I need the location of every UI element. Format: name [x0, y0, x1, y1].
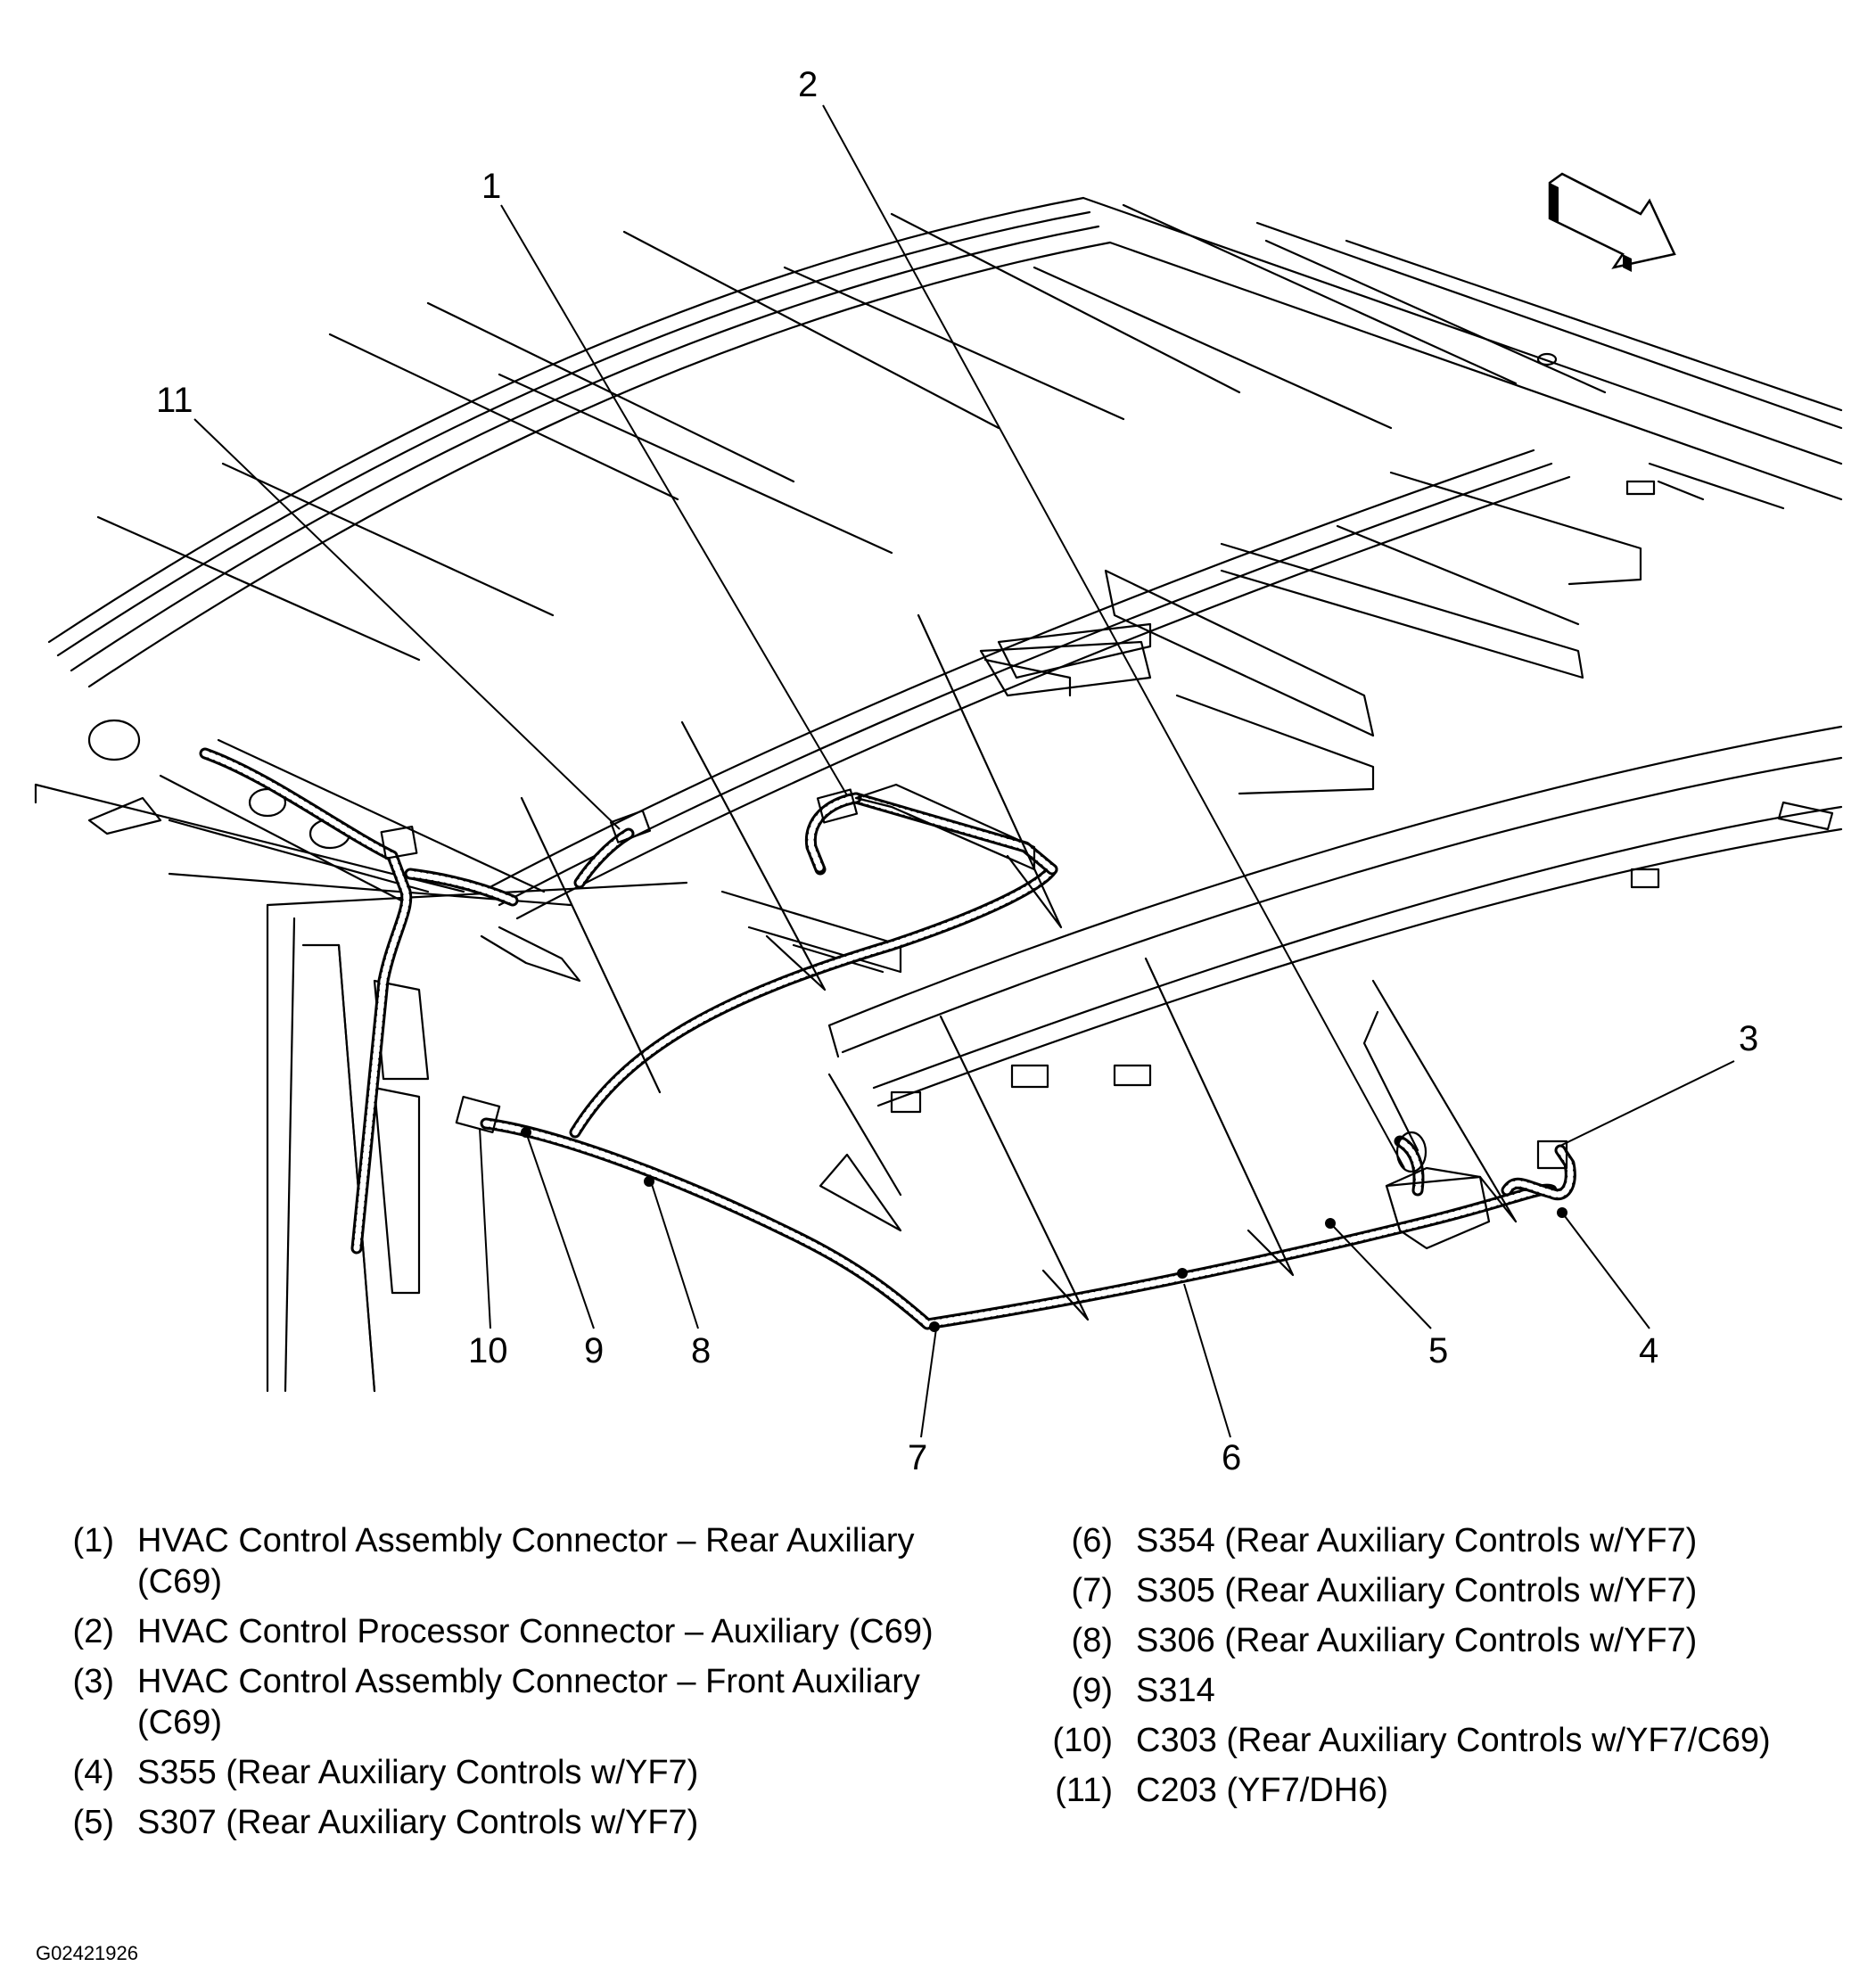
forward-direction-arrow-icon [1548, 172, 1676, 272]
legend-item: (1) HVAC Control Assembly Connector – Re… [36, 1520, 945, 1602]
legend-text: C303 (Rear Auxiliary Controls w/YF7/C69) [1136, 1722, 1771, 1759]
legend-text: HVAC Control Assembly Connector – Rear A… [137, 1522, 915, 1600]
legend-item: (3) HVAC Control Assembly Connector – Fr… [36, 1661, 945, 1743]
legend-text: HVAC Control Processor Connector – Auxil… [137, 1613, 934, 1650]
legend-number: (11) [1055, 1772, 1113, 1809]
legend-number: (4) [72, 1754, 114, 1791]
legend-item: (6) S354 (Rear Auxiliary Controls w/YF7) [1034, 1520, 1864, 1561]
leader-lines [193, 104, 1735, 1438]
legend-number: (7) [1071, 1572, 1113, 1609]
legend-number: (8) [1071, 1622, 1113, 1659]
wiring-harness [199, 747, 1576, 1330]
connectors [380, 783, 1568, 1250]
callout-11: 11 [156, 381, 193, 420]
legend-text: S354 (Rear Auxiliary Controls w/YF7) [1136, 1522, 1698, 1559]
roof-structure [34, 196, 1843, 1393]
callout-7: 7 [908, 1438, 927, 1477]
legend-item: (7) S305 (Rear Auxiliary Controls w/YF7) [1034, 1570, 1864, 1611]
callout-5: 5 [1428, 1331, 1448, 1370]
legend-item: (5) S307 (Rear Auxiliary Controls w/YF7) [36, 1802, 945, 1843]
legend-number: (1) [72, 1522, 114, 1559]
roof-harness-diagram: 1 2 3 4 5 6 7 8 9 10 11 [34, 65, 1843, 1477]
legend-left: (1) HVAC Control Assembly Connector – Re… [36, 1520, 945, 1852]
legend-number: (5) [72, 1804, 114, 1841]
legend-text: HVAC Control Assembly Connector – Front … [137, 1663, 920, 1741]
callout-2: 2 [798, 65, 818, 104]
splice-points [521, 1127, 1567, 1332]
callout-1: 1 [481, 167, 501, 206]
legend-item: (2) HVAC Control Processor Connector – A… [36, 1611, 945, 1652]
legend-item: (8) S306 (Rear Auxiliary Controls w/YF7) [1034, 1620, 1864, 1661]
legend-text: S306 (Rear Auxiliary Controls w/YF7) [1136, 1622, 1698, 1659]
legend-number: (6) [1071, 1522, 1113, 1559]
legend-text: S355 (Rear Auxiliary Controls w/YF7) [137, 1754, 699, 1791]
callout-6: 6 [1222, 1438, 1241, 1477]
figure-id: G02421926 [36, 1942, 138, 1964]
callout-8: 8 [691, 1331, 711, 1370]
callout-10: 10 [468, 1331, 508, 1370]
callout-9: 9 [584, 1331, 604, 1370]
legend-item: (9) S314 [1034, 1670, 1864, 1711]
legend-item: (4) S355 (Rear Auxiliary Controls w/YF7) [36, 1752, 945, 1793]
legend-text: S305 (Rear Auxiliary Controls w/YF7) [1136, 1572, 1698, 1609]
callout-3: 3 [1739, 1019, 1758, 1058]
legend-text: S307 (Rear Auxiliary Controls w/YF7) [137, 1804, 699, 1841]
callout-labels: 1 2 3 4 5 6 7 8 9 10 11 [156, 65, 1758, 1477]
legend-number: (10) [1052, 1722, 1113, 1759]
legend-right: (6) S354 (Rear Auxiliary Controls w/YF7)… [1034, 1520, 1864, 1820]
legend-text: C203 (YF7/DH6) [1136, 1772, 1388, 1809]
harness-clips [520, 613, 1518, 1321]
legend-number: (2) [72, 1613, 114, 1650]
legend-number: (9) [1071, 1672, 1113, 1709]
legend-number: (3) [72, 1663, 114, 1700]
legend-item: (10) C303 (Rear Auxiliary Controls w/YF7… [1034, 1720, 1864, 1761]
legend-text: S314 [1136, 1672, 1215, 1709]
legend-item: (11) C203 (YF7/DH6) [1034, 1770, 1864, 1811]
callout-4: 4 [1639, 1331, 1658, 1370]
